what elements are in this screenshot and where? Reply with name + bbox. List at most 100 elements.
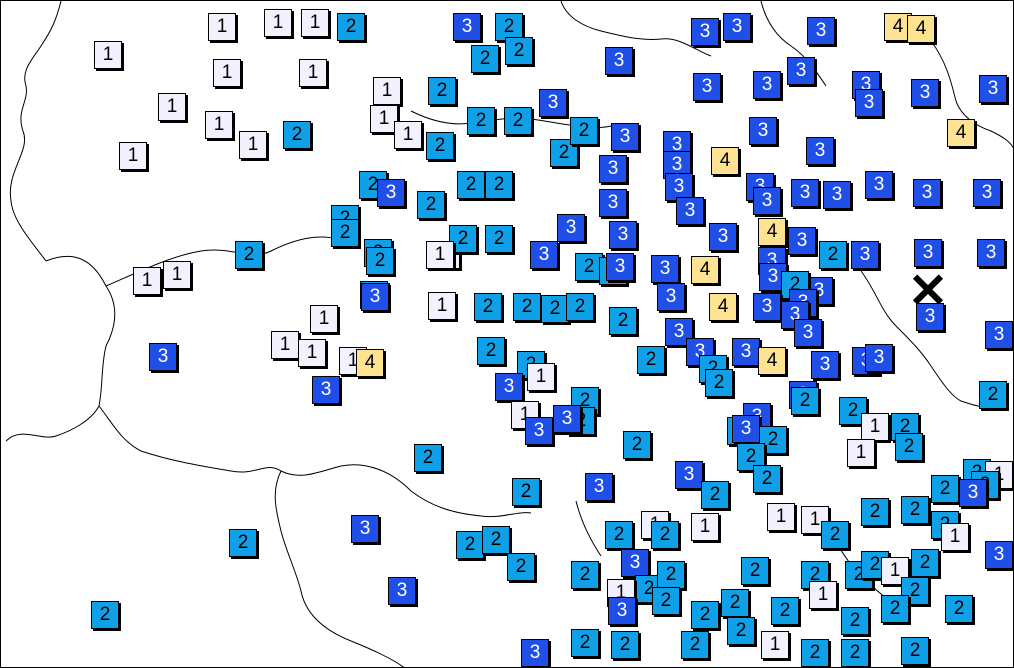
intensity-marker: 2 [637,346,665,374]
intensity-marker: 1 [208,13,236,41]
intensity-marker: 3 [693,73,721,101]
intensity-marker: 1 [298,339,326,367]
intensity-marker: 3 [675,461,703,489]
intensity-marker: 2 [895,433,923,461]
intensity-marker: 2 [727,617,755,645]
boundary-line [930,40,1013,149]
intensity-marker: 3 [911,79,939,107]
intensity-marker: 1 [370,105,398,133]
intensity-marker: 2 [901,577,929,605]
intensity-marker: 2 [467,107,495,135]
intensity-marker: 3 [709,223,737,251]
intensity-marker: 3 [530,241,558,269]
intensity-marker: 1 [394,121,422,149]
intensity-marker: 2 [705,369,733,397]
intensity-marker: 1 [761,631,789,659]
intensity-marker: 3 [539,89,567,117]
intensity-marker: 3 [865,344,893,372]
intensity-marker: 3 [753,187,781,215]
intensity-marker: 2 [477,337,505,365]
intensity-marker: 2 [881,595,909,623]
intensity-marker: 3 [979,75,1007,103]
boundary-line [274,470,405,667]
intensity-marker: 3 [691,18,719,46]
intensity-marker: 2 [979,381,1007,409]
intensity-marker: 3 [149,343,177,371]
intensity-marker: 2 [657,561,685,589]
intensity-marker: 2 [571,561,599,589]
intensity-marker: 1 [264,9,292,37]
intensity-marker: 2 [456,531,484,559]
intensity-marker: 1 [310,305,338,333]
intensity-marker: 1 [133,267,161,295]
intensity-marker: 3 [599,155,627,183]
intensity-marker: 2 [945,595,973,623]
intensity-marker: 3 [608,597,636,625]
intensity-marker: 2 [861,498,889,526]
intensity-marker: 1 [213,59,241,87]
intensity-marker: 2 [841,639,869,667]
intensity-marker: 2 [791,387,819,415]
intensity-marker: 2 [504,107,532,135]
intensity-marker: 3 [959,479,987,507]
intensity-marker: 3 [788,227,816,255]
boundary-line [9,1,62,262]
intensity-marker: 4 [758,347,786,375]
intensity-marker: 3 [973,179,1001,207]
intensity-marker: 3 [916,303,944,331]
intensity-marker: 2 [426,132,454,160]
intensity-marker: 1 [271,331,299,359]
intensity-marker: 3 [791,179,819,207]
intensity-marker: 2 [570,117,598,145]
intensity-marker: 3 [753,293,781,321]
intensity-marker: 3 [611,123,639,151]
intensity-marker: 2 [753,465,781,493]
intensity-marker: 2 [283,121,311,149]
intensity-marker: 1 [205,111,233,139]
intensity-marker: 1 [373,77,401,105]
intensity-marker: 2 [911,549,939,577]
intensity-marker: 3 [807,17,835,45]
intensity-marker: 3 [753,71,781,99]
intensity-marker: 2 [821,521,849,549]
intensity-marker: 2 [701,481,729,509]
intensity-marker: 3 [865,171,893,199]
intensity-marker: 2 [485,225,513,253]
intensity-marker: 3 [914,239,942,267]
intensity-marker: 2 [931,475,959,503]
intensity-marker: 2 [457,171,485,199]
intensity-marker: 3 [605,47,633,75]
intensity-marker: 2 [611,631,639,659]
intensity-marker: 2 [771,597,799,625]
intensity-marker: 1 [239,131,267,159]
intensity-marker: 3 [913,179,941,207]
intensity-marker: 3 [665,173,693,201]
intensity-marker: 3 [811,351,839,379]
intensity-marker: 2 [566,293,594,321]
intensity-marker: 3 [657,283,685,311]
intensity-marker: 1 [426,241,454,269]
intensity-marker: 3 [676,197,704,225]
intensity-marker: 3 [977,239,1005,267]
intensity-marker: 2 [571,629,599,657]
intensity-marker: 3 [388,577,416,605]
intensity-marker: 4 [691,256,719,284]
intensity-marker: 3 [985,321,1013,349]
intensity-marker: 3 [453,13,481,41]
intensity-marker: 3 [521,639,549,667]
intensity-marker: 4 [907,15,935,43]
intensity-marker: 2 [721,589,749,617]
boundary-line [575,500,602,557]
intensity-marker: 2 [91,601,119,629]
intensity-marker: 2 [417,191,445,219]
intensity-marker: 1 [767,503,795,531]
intensity-marker: 1 [691,513,719,541]
intensity-marker: 1 [163,261,191,289]
intensity-marker: 3 [525,417,553,445]
intensity-marker: 2 [337,13,365,41]
intensity-marker: 2 [512,478,540,506]
intensity-marker: 3 [794,319,822,347]
intensity-marker: 2 [428,77,456,105]
intensity-marker: 4 [758,218,786,246]
